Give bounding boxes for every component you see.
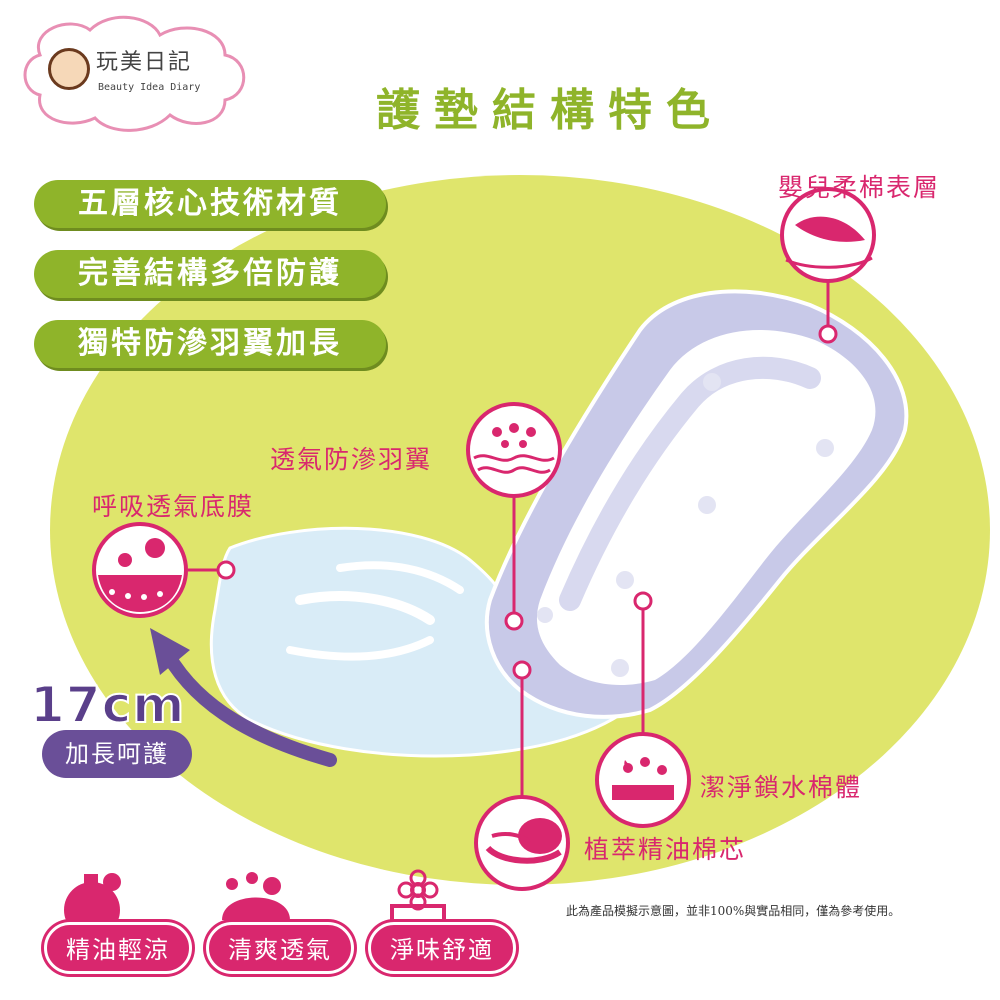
pad-wing-fold <box>295 591 435 625</box>
herbal-core-icon <box>474 795 570 891</box>
brand-name: 玩美日記 <box>96 50 193 75</box>
callout-top-layer: 嬰兒柔棉表層 <box>778 173 941 202</box>
feather-icon <box>780 187 876 283</box>
callout-leaders <box>188 268 838 815</box>
brand-avatar-icon <box>48 48 90 90</box>
pad-channel <box>559 356 821 611</box>
pad-wing-fold <box>336 561 464 594</box>
feature-pill: 完善結構多倍防護 <box>34 250 386 298</box>
wing-layer-icon <box>466 402 562 498</box>
feature-pill: 五層核心技術材質 <box>34 180 386 228</box>
brand-cloud <box>23 15 246 132</box>
callout-herbal-core: 植萃精油棉芯 <box>584 835 747 864</box>
page-title: 護墊結構特色 <box>376 85 724 136</box>
feature-pill: 獨特防滲羽翼加長 <box>34 320 386 368</box>
breathable-film-icon <box>92 522 188 618</box>
callout-wings: 透氣防滲羽翼 <box>270 445 433 474</box>
callout-absorbent-core: 潔淨鎖水棉體 <box>700 773 863 802</box>
breathable-icon <box>222 872 290 920</box>
length-arrow <box>161 648 337 767</box>
disclaimer-text: 此為產品模擬示意圖，並非100%與實品相同，僅為參考使用。 <box>566 904 901 918</box>
benefit-pill: 精油輕涼 <box>44 922 192 974</box>
pad-wing-fold <box>286 636 434 661</box>
benefit-pill: 淨味舒適 <box>368 922 516 974</box>
absorbent-core-icon <box>595 732 691 828</box>
length-arrow-head <box>150 628 190 675</box>
brand-subtitle: Beauty Idea Diary <box>98 82 201 93</box>
length-badge-label: 加長呵護 <box>42 730 192 778</box>
callout-back-film: 呼吸透氣底膜 <box>92 492 255 521</box>
length-badge-value: 17cm <box>29 675 186 735</box>
flower-icon <box>390 869 446 922</box>
benefit-pill: 清爽透氣 <box>206 922 354 974</box>
pad-flower-pattern <box>537 373 834 677</box>
